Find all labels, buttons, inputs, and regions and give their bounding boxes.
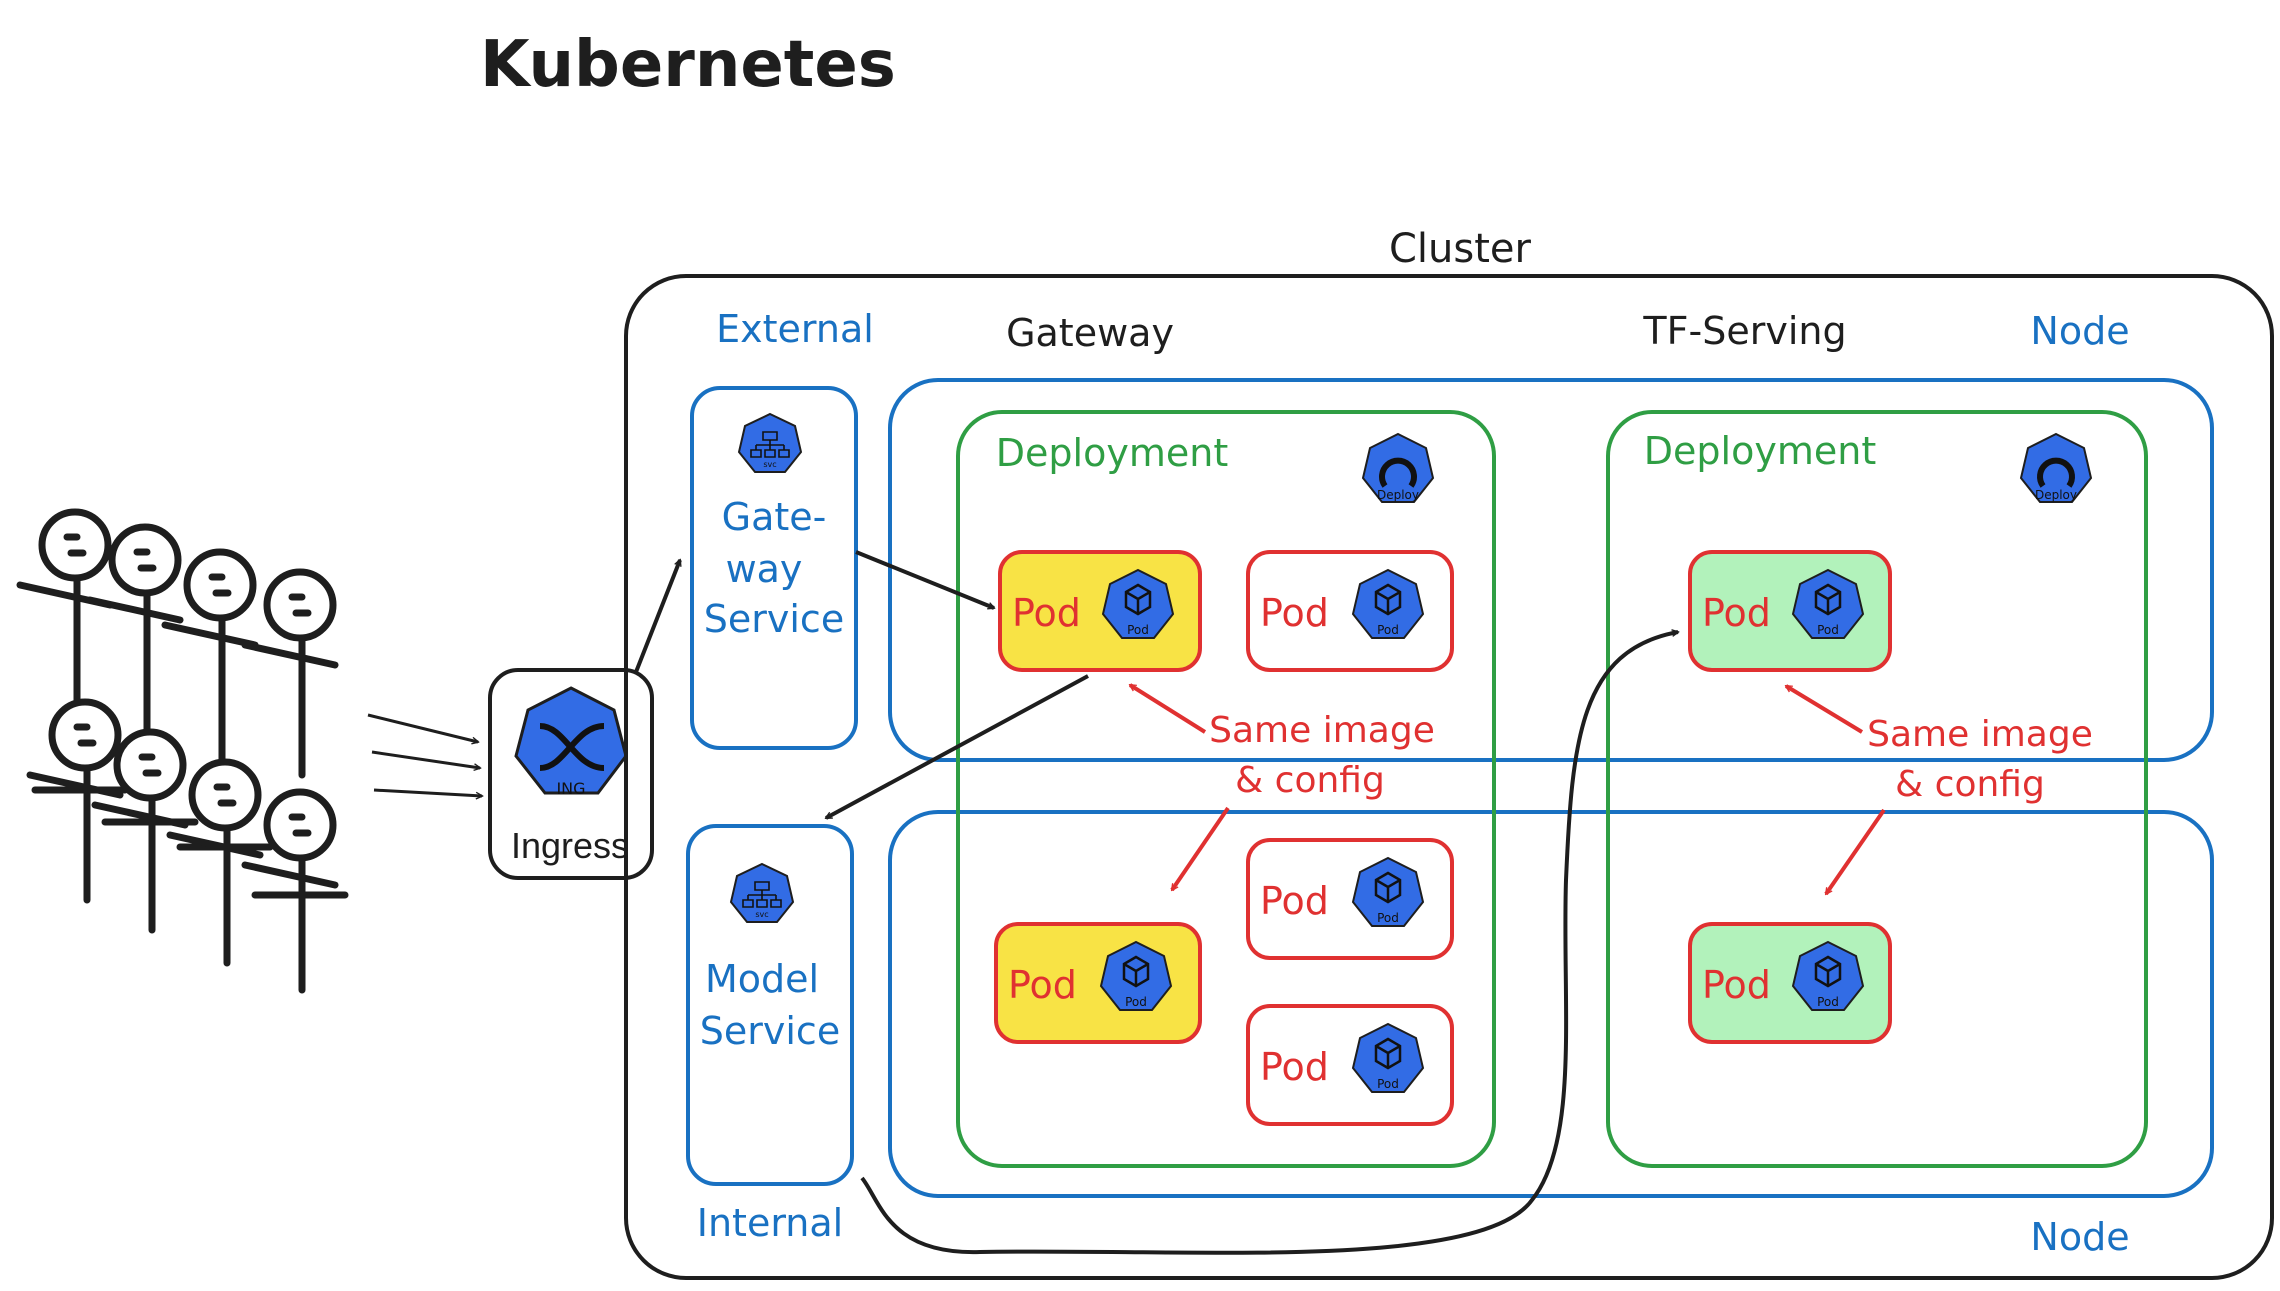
pod-label: Pod (1260, 1045, 1329, 1089)
gateway-deploy-icon (1361, 432, 1435, 503)
pod-cube-glyph (1124, 583, 1152, 616)
ingress-shuffle-glyph (539, 723, 605, 771)
gateway-note-line-2: & config (1235, 760, 1385, 801)
gateway-deployment-label: Deployment (996, 431, 1228, 475)
node-label-bottom: Node (2030, 1215, 2129, 1259)
node-top (888, 378, 2214, 762)
gateway-service-line-1: Gate- (722, 495, 827, 539)
pod-label: Pod (1260, 879, 1329, 923)
model-service-icon-text: svc (755, 910, 768, 919)
ingress: ING Ingress (488, 668, 654, 880)
traffic-flow-arrows (634, 550, 1678, 1255)
tf-serving-deployment: Deployment Deploy (1606, 410, 2148, 1168)
pod: Pod Pod (1688, 922, 1892, 1044)
pod-icon-text: Pod (1817, 995, 1839, 1009)
pod-label: Pod (1702, 591, 1771, 635)
gateway-note-line-1: Same image (1209, 710, 1435, 751)
tf-serving-deploy-icon-text: Deploy (2035, 488, 2077, 502)
pod-cube-glyph (1814, 583, 1842, 616)
model-service-box (686, 824, 854, 1186)
pod-cube-glyph (1374, 871, 1402, 904)
model-service-network-glyph (742, 881, 782, 908)
pod-to-model-service-arrow (826, 674, 1089, 820)
pod-icon-text: Pod (1125, 995, 1147, 1009)
pod-label: Pod (1008, 963, 1077, 1007)
node-bottom (888, 810, 2214, 1198)
pod: Pod Pod (998, 550, 1202, 672)
gateway-replication-note: Same image & config (1130, 683, 1435, 890)
gateway-column-label: Gateway (1006, 311, 1174, 355)
gateway-service-box (690, 386, 858, 750)
pod-cube-glyph (1814, 955, 1842, 988)
tf-serving-column-label: TF-Serving (1642, 309, 1846, 353)
ingress-to-gateway-service-arrow (634, 560, 682, 673)
pod: Pod Pod (1246, 550, 1454, 672)
model-service: svc Model Service (686, 824, 854, 1186)
gateway-service-line-2: way (726, 547, 803, 591)
pod-cube-glyph (1374, 1037, 1402, 1070)
pod-cube-glyph (1374, 583, 1402, 616)
pod: Pod Pod (1246, 838, 1454, 960)
pod-icon-text: Pod (1377, 911, 1399, 925)
internal-label: Internal (697, 1201, 843, 1245)
model-service-to-tf-serving-arrow (860, 632, 1678, 1255)
pod-label: Pod (1702, 963, 1771, 1007)
pod: Pod Pod (1688, 550, 1892, 672)
pod-icon-text: Pod (1377, 1077, 1399, 1091)
gateway-deploy-icon-text: Deploy (1377, 488, 1419, 502)
tf-serving-note-arrow-up (1786, 684, 1864, 734)
gateway-service: svc Gate- way Service (690, 386, 858, 750)
gateway-service-line-3: Service (704, 597, 844, 641)
user-request-arrows (367, 713, 482, 796)
tf-serving-replication-note: Same image & config (1786, 684, 2093, 894)
gateway-deploy-cycle-glyph (1379, 457, 1417, 488)
pod: Pod Pod (994, 922, 1202, 1044)
gateway-note-arrow-up (1130, 683, 1207, 734)
pod-label: Pod (1260, 591, 1329, 635)
tf-serving-deployment-box (1606, 410, 2148, 1168)
pod-cube-glyph (1122, 955, 1150, 988)
tf-serving-note-line-2: & config (1895, 764, 2045, 805)
cluster-boundary (624, 274, 2274, 1280)
node-label-top: Node (2030, 309, 2129, 353)
users-crowd (16, 508, 349, 994)
model-service-line-2: Service (700, 1009, 840, 1053)
ingress-icon-text: ING (556, 779, 585, 798)
gateway-note-arrow-down (1170, 806, 1230, 890)
tf-serving-note-arrow-down (1824, 808, 1886, 894)
gateway-service-icon-text: svc (763, 460, 776, 469)
pod-icon-text: Pod (1377, 623, 1399, 637)
pod-label: Pod (1012, 591, 1081, 635)
pod-icon-text: Pod (1127, 623, 1149, 637)
gateway-service-to-pod-arrow (855, 550, 994, 610)
model-service-line-1: Model (705, 957, 819, 1001)
gateway-deployment: Deployment Deploy (956, 410, 1496, 1168)
tf-serving-deploy-cycle-glyph (2037, 457, 2075, 488)
cluster: Cluster Gateway TF-Serving Node Node Ext… (624, 226, 2274, 1280)
tf-serving-deployment-label: Deployment (1644, 429, 1876, 473)
pod: Pod Pod (1246, 1004, 1454, 1126)
ingress-label: Ingress (511, 825, 629, 866)
gateway-deployment-box (956, 410, 1496, 1168)
tf-serving-note-line-1: Same image (1867, 714, 2093, 755)
diagram-title: Kubernetes (480, 28, 896, 102)
external-label: External (716, 307, 874, 351)
cluster-label: Cluster (1389, 226, 1532, 272)
tf-serving-deploy-icon (2019, 432, 2093, 503)
pod-icon-text: Pod (1817, 623, 1839, 637)
gateway-service-network-glyph (750, 431, 790, 458)
